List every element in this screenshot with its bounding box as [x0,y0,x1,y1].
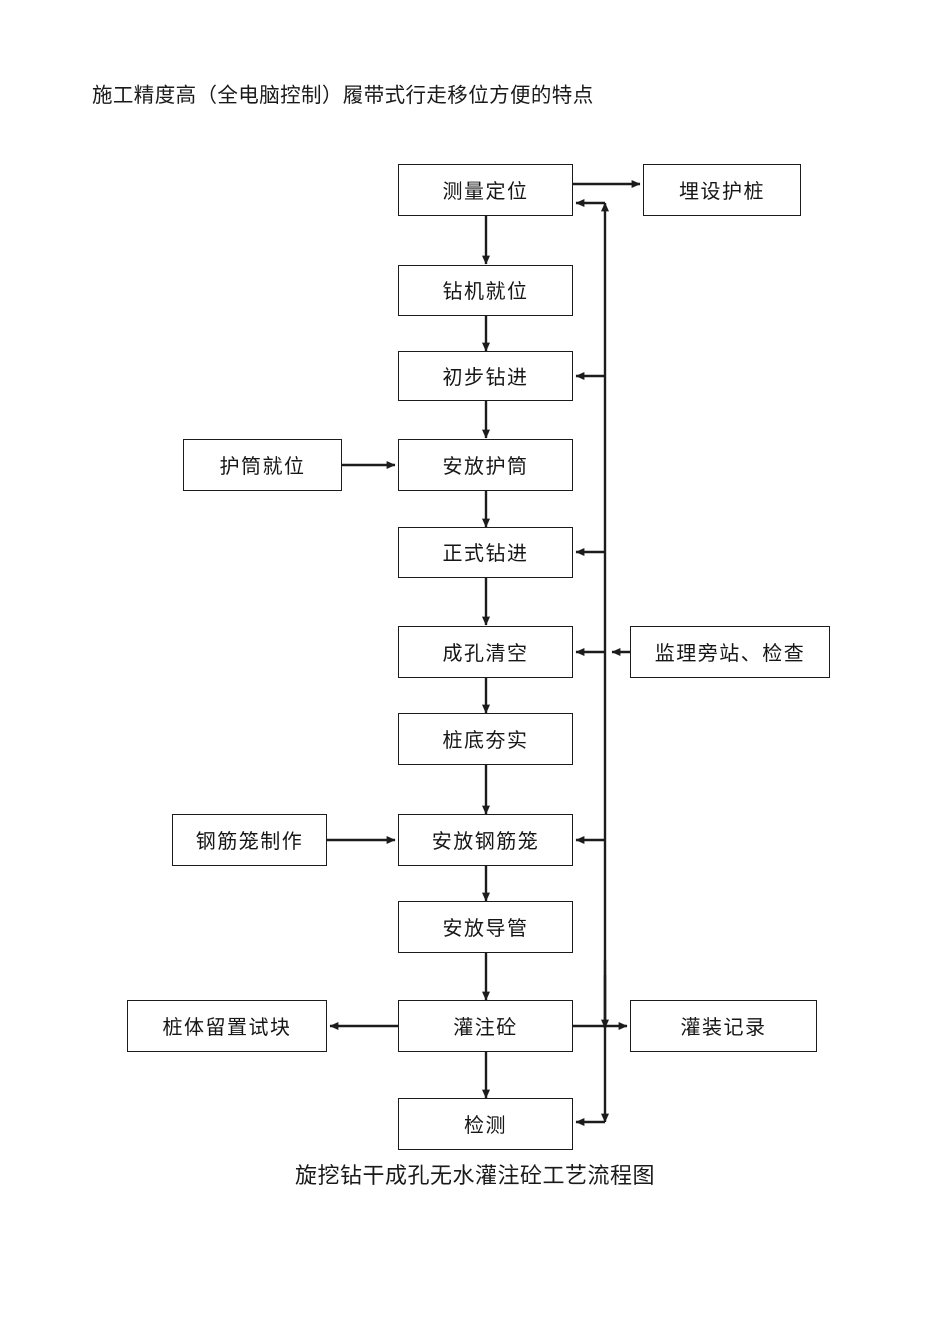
node-preliminary-drilling[interactable]: 初步钻进 [398,351,573,401]
node-label: 钻机就位 [442,281,529,303]
node-label: 成孔清空 [442,642,529,665]
node-pile-bottom-compaction[interactable]: 桩底夯实 [398,713,573,765]
node-survey-positioning[interactable]: 测量定位 [398,164,573,216]
node-label: 桩底夯实 [442,729,529,752]
node-label: 正式钻进 [442,543,529,565]
figure-caption: 旋挖钻干成孔无水灌注砼工艺流程图 [294,1163,655,1188]
node-label: 安放导管 [442,917,529,940]
node-label: 安放护筒 [442,455,529,478]
node-embed-protective-pile[interactable]: 埋设护桩 [643,164,801,216]
node-label: 护筒就位 [219,455,306,478]
node-label: 初步钻进 [442,366,529,389]
header-text: 施工精度高（全电脑控制）履带式行走移位方便的特点 [92,85,594,107]
node-label: 埋设护桩 [679,180,765,203]
node-place-tremie-pipe[interactable]: 安放导管 [398,901,573,953]
node-label: 灌装记录 [680,1016,767,1039]
node-supervision-inspection[interactable]: 监理旁站、检查 [630,626,830,678]
node-label: 检测 [464,1114,507,1137]
node-label: 监理旁站、检查 [654,642,806,665]
node-testing[interactable]: 检测 [398,1098,573,1150]
node-pile-specimen-retention[interactable]: 桩体留置试块 [127,1000,327,1052]
node-label: 桩体留置试块 [162,1016,292,1039]
node-casing-in-position[interactable]: 护筒就位 [183,439,342,491]
node-hole-completion-cleaning[interactable]: 成孔清空 [398,626,573,678]
node-rebar-cage-fabrication[interactable]: 钢筋笼制作 [172,814,327,866]
node-place-casing[interactable]: 安放护筒 [398,439,573,491]
node-label: 灌注砼 [453,1016,518,1039]
node-label: 测量定位 [442,180,529,203]
node-formal-drilling[interactable]: 正式钻进 [398,527,573,578]
node-pouring-record[interactable]: 灌装记录 [630,1000,817,1052]
node-drill-rig-in-position[interactable]: 钻机就位 [398,265,573,316]
node-concrete-pouring[interactable]: 灌注砼 [398,1000,573,1052]
node-label: 安放钢筋笼 [431,830,540,853]
node-place-rebar-cage[interactable]: 安放钢筋笼 [398,814,573,866]
node-label: 钢筋笼制作 [195,830,304,853]
